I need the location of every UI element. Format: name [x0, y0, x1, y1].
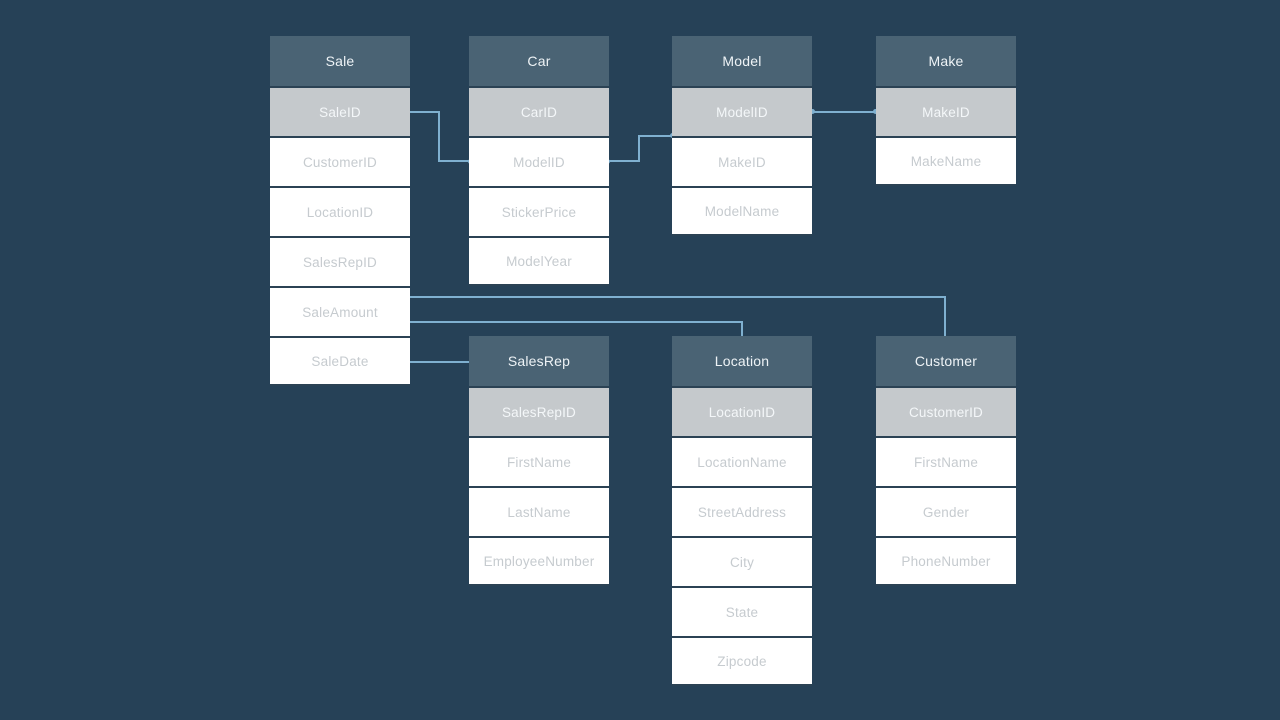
primary-key-field[interactable]: SalesRepID: [469, 386, 609, 436]
primary-key-field[interactable]: LocationID: [672, 386, 812, 436]
entity-table-title: SalesRep: [469, 336, 609, 386]
entity-field[interactable]: MakeName: [876, 136, 1016, 186]
entity-field[interactable]: LastName: [469, 486, 609, 536]
relationship-sale-location-seg2: [741, 321, 743, 338]
entity-field[interactable]: ModelYear: [469, 236, 609, 286]
relationship-car-model-seg2: [638, 135, 640, 162]
relationship-model-make: [812, 111, 878, 113]
entity-table-title: Model: [672, 36, 812, 86]
entity-field[interactable]: City: [672, 536, 812, 586]
entity-field[interactable]: StickerPrice: [469, 186, 609, 236]
relationship-sale-car-seg3: [438, 160, 471, 162]
entity-field[interactable]: PhoneNumber: [876, 536, 1016, 586]
entity-field[interactable]: ModelName: [672, 186, 812, 236]
entity-field[interactable]: EmployeeNumber: [469, 536, 609, 586]
connector-endpoint: [873, 109, 878, 114]
relationship-sale-customer-seg1: [408, 296, 946, 298]
entity-field[interactable]: ModelID: [469, 136, 609, 186]
relationship-sale-car-seg2: [438, 111, 440, 161]
entity-table-title: Make: [876, 36, 1016, 86]
entity-field[interactable]: FirstName: [876, 436, 1016, 486]
entity-field[interactable]: LocationID: [270, 186, 410, 236]
entity-field[interactable]: SaleAmount: [270, 286, 410, 336]
entity-field[interactable]: FirstName: [469, 436, 609, 486]
entity-field[interactable]: StreetAddress: [672, 486, 812, 536]
primary-key-field[interactable]: ModelID: [672, 86, 812, 136]
primary-key-field[interactable]: SaleID: [270, 86, 410, 136]
entity-field[interactable]: SalesRepID: [270, 236, 410, 286]
entity-table-title: Car: [469, 36, 609, 86]
primary-key-field[interactable]: MakeID: [876, 86, 1016, 136]
entity-field[interactable]: Zipcode: [672, 636, 812, 686]
entity-field[interactable]: MakeID: [672, 136, 812, 186]
entity-table-title: Sale: [270, 36, 410, 86]
relationship-sale-car-seg1: [407, 111, 440, 113]
relationship-car-model-seg1: [608, 160, 640, 162]
entity-field[interactable]: Gender: [876, 486, 1016, 536]
primary-key-field[interactable]: CustomerID: [876, 386, 1016, 436]
relationship-car-model-seg3: [638, 135, 673, 137]
primary-key-field[interactable]: CarID: [469, 86, 609, 136]
entity-field[interactable]: LocationName: [672, 436, 812, 486]
entity-field[interactable]: CustomerID: [270, 136, 410, 186]
relationship-sale-location-seg1: [408, 321, 743, 323]
entity-table-title: Customer: [876, 336, 1016, 386]
entity-table-title: Location: [672, 336, 812, 386]
relationship-sale-salesrep: [408, 361, 471, 363]
entity-field[interactable]: SaleDate: [270, 336, 410, 386]
relationship-sale-customer-seg2: [944, 296, 946, 338]
entity-field[interactable]: State: [672, 586, 812, 636]
